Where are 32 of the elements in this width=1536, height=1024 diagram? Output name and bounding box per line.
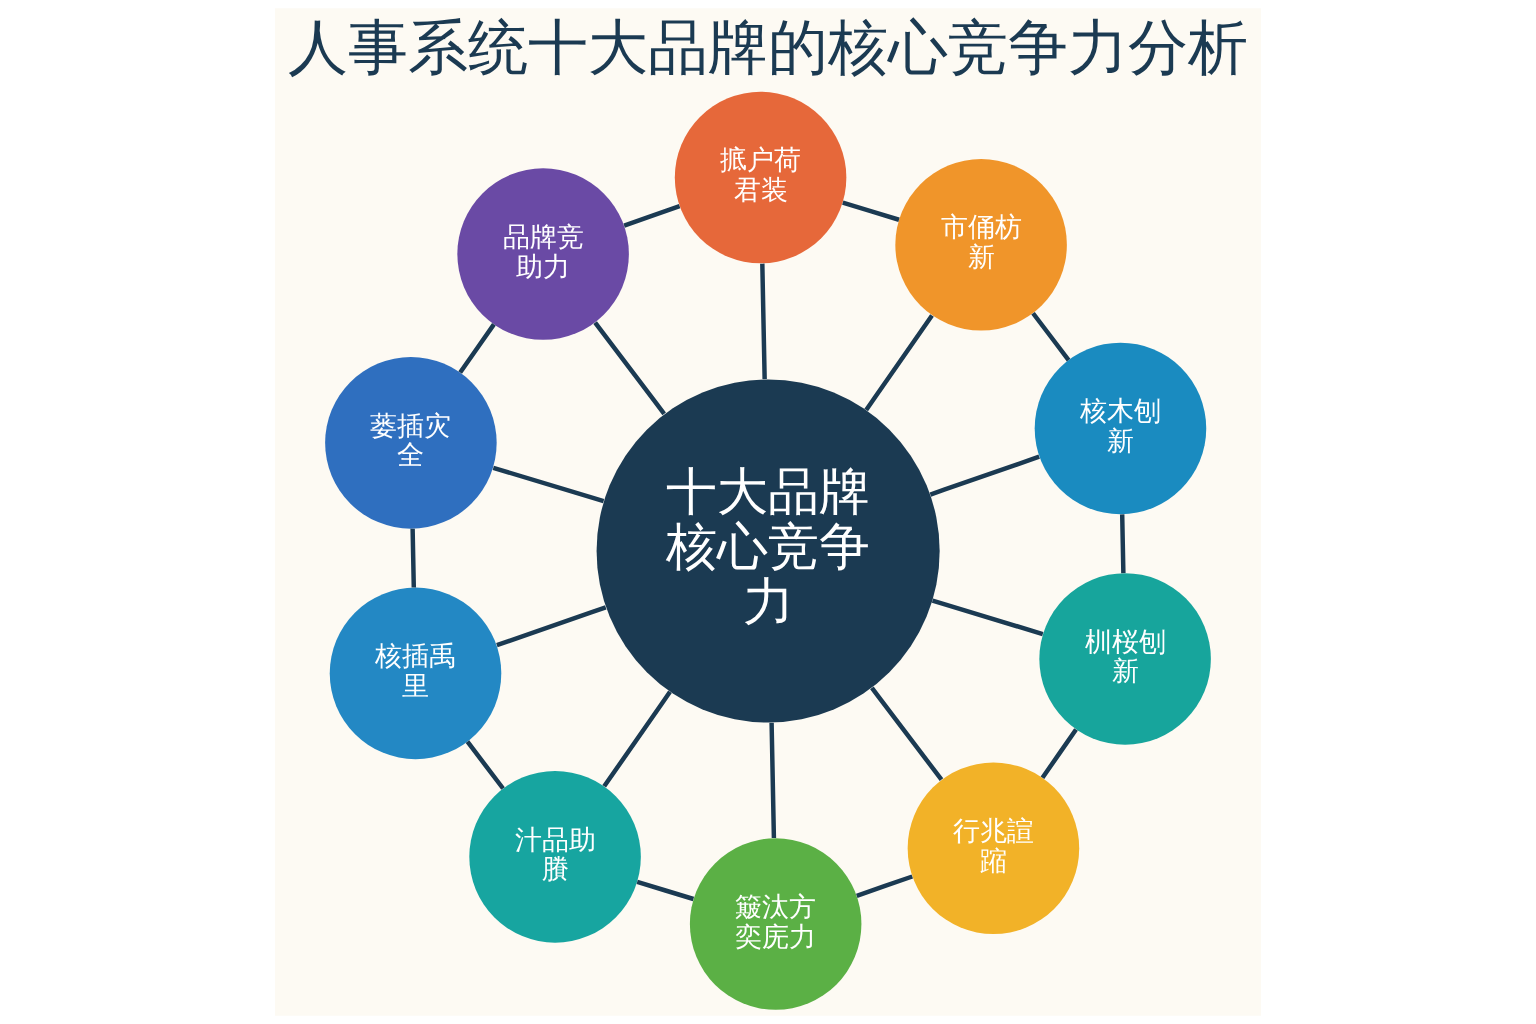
connector: [465, 740, 505, 790]
connector: [856, 874, 913, 898]
connector: [602, 690, 672, 788]
node-circle: 核插禹里: [329, 587, 502, 760]
node-circle: 品牌竞助力: [457, 168, 629, 340]
connector: [1119, 514, 1126, 574]
node-circle: 十大品牌核心竞争力: [596, 379, 940, 723]
node-circle: 掋户荷君装: [674, 91, 847, 264]
node-circle: 汁品助賸: [469, 771, 641, 943]
connector: [623, 203, 681, 228]
connector: [769, 722, 777, 839]
connector: [870, 686, 944, 782]
node-circle: 杊桜刨新: [1039, 573, 1211, 745]
node-circle: 行兆諠蹜: [907, 762, 1080, 935]
connector: [496, 605, 607, 648]
connector: [760, 263, 767, 380]
node-circle: 核木刨新: [1034, 342, 1207, 515]
node-circle: 蒌插灾全: [325, 357, 497, 529]
node-circle: 市俑枋新: [895, 159, 1067, 331]
connector: [410, 528, 417, 588]
connector: [492, 465, 605, 504]
connector: [636, 879, 695, 902]
node-circle: 簸汰方奕庑力: [689, 838, 862, 1010]
connector: [929, 454, 1040, 497]
connector: [864, 314, 934, 412]
diagram-title: 人事系统十大品牌的核心竞争力分析: [288, 12, 1248, 82]
connector: [1040, 728, 1078, 780]
connector: [931, 598, 1044, 637]
connector: [1031, 311, 1071, 362]
connector: [458, 323, 496, 374]
connector: [842, 200, 900, 222]
connector: [593, 321, 666, 416]
